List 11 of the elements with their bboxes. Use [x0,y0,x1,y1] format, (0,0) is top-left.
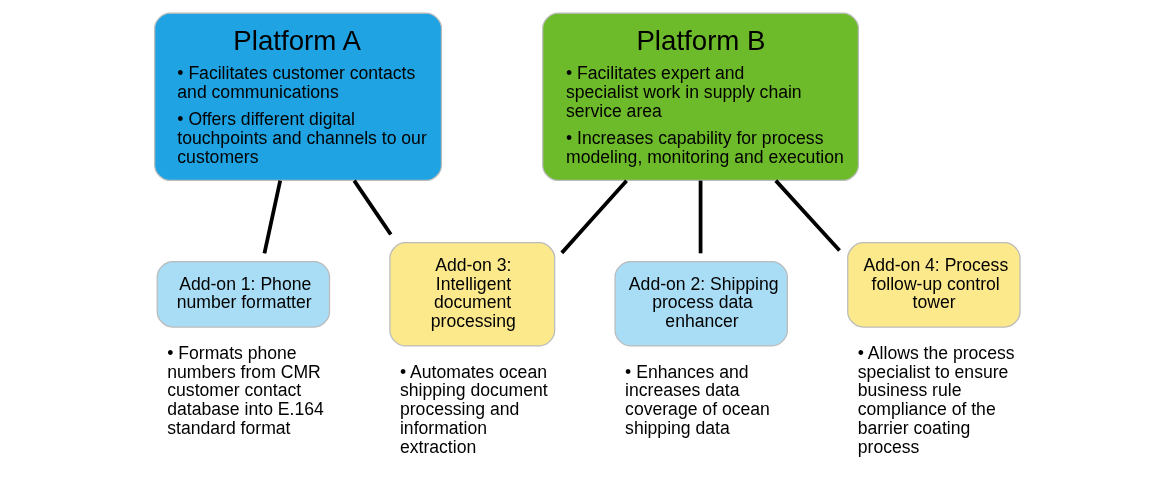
node-label: • Enhances and increases data coverage of ocean shipping data [624,361,770,439]
connector [773,179,841,252]
node-box: Platform B • Facilitates expert and specialist work in supply chain service area • Increases capability for process modeling, monitoring and execution [541,12,859,182]
node-label: • Formats phone numbers from CMR customer contact database into E.164 standard format [166,342,324,439]
connector [559,179,628,255]
connector [262,180,282,254]
connector [352,179,392,236]
connector [698,180,702,254]
node-box: Platform A • Facilitates customer contacts and communications • Offers different digital touchpoints and channels to our customers [153,12,442,182]
node-label: • Automates ocean shipping document processing and information extraction [399,361,548,458]
node-label: • Allows the process specialist to ensure business rule compliance of the barrier coating process [857,342,1015,458]
